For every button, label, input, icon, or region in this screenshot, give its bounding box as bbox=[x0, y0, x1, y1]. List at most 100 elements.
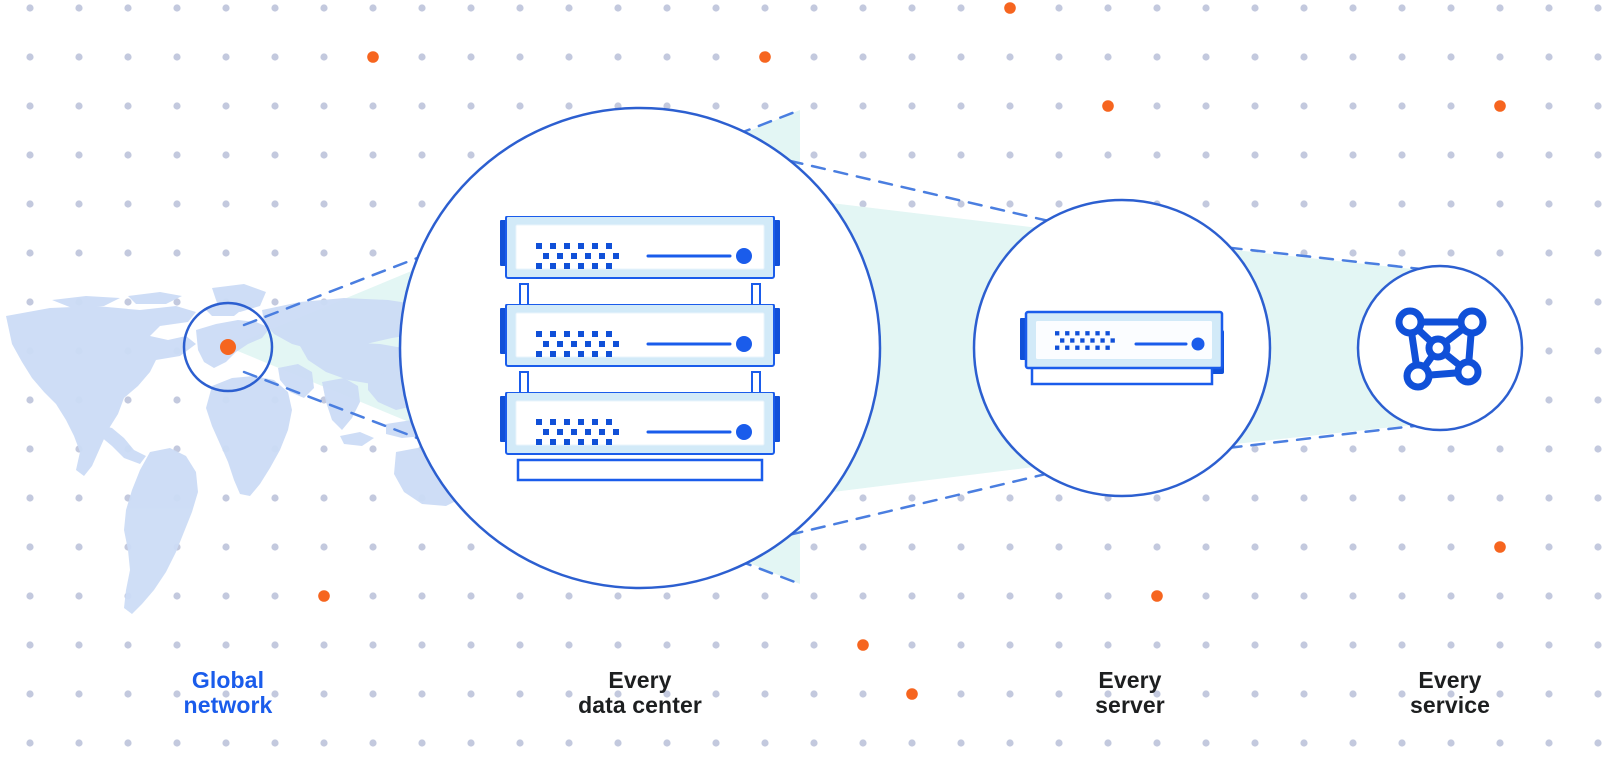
grid-dot bbox=[1594, 200, 1602, 208]
grid-dot bbox=[1202, 690, 1210, 698]
grid-dot bbox=[1251, 592, 1259, 600]
grid-dot bbox=[124, 396, 132, 404]
grid-dot bbox=[124, 151, 132, 159]
grid-dot bbox=[320, 53, 328, 61]
grid-dot bbox=[1349, 445, 1357, 453]
grid-dot bbox=[1349, 641, 1357, 649]
grid-dot bbox=[1349, 4, 1357, 12]
grid-dot bbox=[1202, 592, 1210, 600]
grid-dot bbox=[1153, 151, 1161, 159]
grid-dot bbox=[1545, 200, 1553, 208]
grid-dot bbox=[1349, 249, 1357, 257]
grid-dot bbox=[1349, 53, 1357, 61]
grid-dot bbox=[1251, 543, 1259, 551]
grid-dot bbox=[418, 592, 426, 600]
grid-dot bbox=[173, 200, 181, 208]
grid-dot bbox=[222, 102, 230, 110]
grid-dot bbox=[1447, 641, 1455, 649]
grid-dot bbox=[75, 690, 83, 698]
grid-dot bbox=[1349, 494, 1357, 502]
grid-dot bbox=[1398, 151, 1406, 159]
grid-dot bbox=[1496, 690, 1504, 698]
grid-dot bbox=[614, 592, 622, 600]
grid-dot bbox=[124, 641, 132, 649]
grid-dot bbox=[1055, 4, 1063, 12]
grid-dot bbox=[1447, 4, 1455, 12]
grid-dot bbox=[271, 53, 279, 61]
grid-dot bbox=[320, 102, 328, 110]
grid-dot bbox=[1447, 151, 1455, 159]
grid-dot bbox=[222, 494, 230, 502]
grid-dot bbox=[712, 53, 720, 61]
grid-dot bbox=[1055, 151, 1063, 159]
grid-dot bbox=[75, 102, 83, 110]
grid-dot bbox=[1398, 445, 1406, 453]
grid-dot bbox=[369, 592, 377, 600]
grid-dot bbox=[1447, 543, 1455, 551]
grid-dot bbox=[173, 102, 181, 110]
grid-dot bbox=[1251, 4, 1259, 12]
grid-dot bbox=[369, 102, 377, 110]
grid-dot bbox=[320, 445, 328, 453]
grid-dot-highlight bbox=[318, 590, 330, 602]
grid-dot bbox=[1594, 543, 1602, 551]
grid-dot bbox=[1202, 53, 1210, 61]
grid-dot bbox=[1594, 445, 1602, 453]
grid-dot bbox=[1447, 739, 1455, 747]
grid-dot bbox=[271, 4, 279, 12]
grid-dot bbox=[1300, 739, 1308, 747]
grid-dot bbox=[1594, 249, 1602, 257]
service-stage[interactable] bbox=[1356, 264, 1524, 432]
global-network-stage[interactable] bbox=[182, 301, 274, 393]
grid-dot bbox=[1006, 739, 1014, 747]
grid-dot bbox=[26, 494, 34, 502]
server-stage[interactable] bbox=[972, 198, 1272, 498]
grid-dot bbox=[1398, 739, 1406, 747]
grid-dot bbox=[26, 641, 34, 649]
network-graph-nodes bbox=[1395, 307, 1487, 391]
grid-dot bbox=[1545, 4, 1553, 12]
grid-dot bbox=[1202, 543, 1210, 551]
grid-dot bbox=[810, 739, 818, 747]
grid-dot bbox=[1153, 53, 1161, 61]
rack-base-bar bbox=[516, 458, 764, 482]
grid-dot bbox=[418, 641, 426, 649]
grid-dot bbox=[26, 543, 34, 551]
grid-dot-highlight bbox=[1004, 2, 1016, 14]
grid-dot bbox=[1496, 641, 1504, 649]
data-center-stage[interactable] bbox=[398, 106, 882, 590]
grid-dot bbox=[1349, 200, 1357, 208]
grid-dot bbox=[124, 53, 132, 61]
grid-dot bbox=[26, 151, 34, 159]
grid-dot bbox=[320, 690, 328, 698]
grid-dot bbox=[467, 151, 475, 159]
grid-dot bbox=[1202, 494, 1210, 502]
grid-dot bbox=[712, 4, 720, 12]
grid-dot bbox=[173, 298, 181, 306]
grid-dot bbox=[1496, 739, 1504, 747]
grid-dot bbox=[1251, 494, 1259, 502]
grid-dot bbox=[1594, 102, 1602, 110]
grid-dot bbox=[712, 690, 720, 698]
grid-dot bbox=[957, 543, 965, 551]
rack-unit-1 bbox=[500, 216, 780, 279]
grid-dot bbox=[1202, 102, 1210, 110]
grid-dot bbox=[75, 200, 83, 208]
grid-dot bbox=[1496, 249, 1504, 257]
stage-label-service: Every service bbox=[1410, 667, 1490, 718]
grid-dot bbox=[565, 53, 573, 61]
grid-dot bbox=[26, 445, 34, 453]
grid-dot bbox=[908, 494, 916, 502]
grid-dot bbox=[369, 739, 377, 747]
grid-dot bbox=[124, 200, 132, 208]
grid-dot bbox=[418, 102, 426, 110]
grid-dot bbox=[1300, 200, 1308, 208]
grid-dot bbox=[418, 739, 426, 747]
grid-dot bbox=[271, 102, 279, 110]
grid-dot bbox=[418, 151, 426, 159]
grid-dot bbox=[1594, 739, 1602, 747]
grid-dot bbox=[614, 739, 622, 747]
grid-dot bbox=[1300, 445, 1308, 453]
grid-dot bbox=[467, 690, 475, 698]
grid-dot bbox=[418, 690, 426, 698]
